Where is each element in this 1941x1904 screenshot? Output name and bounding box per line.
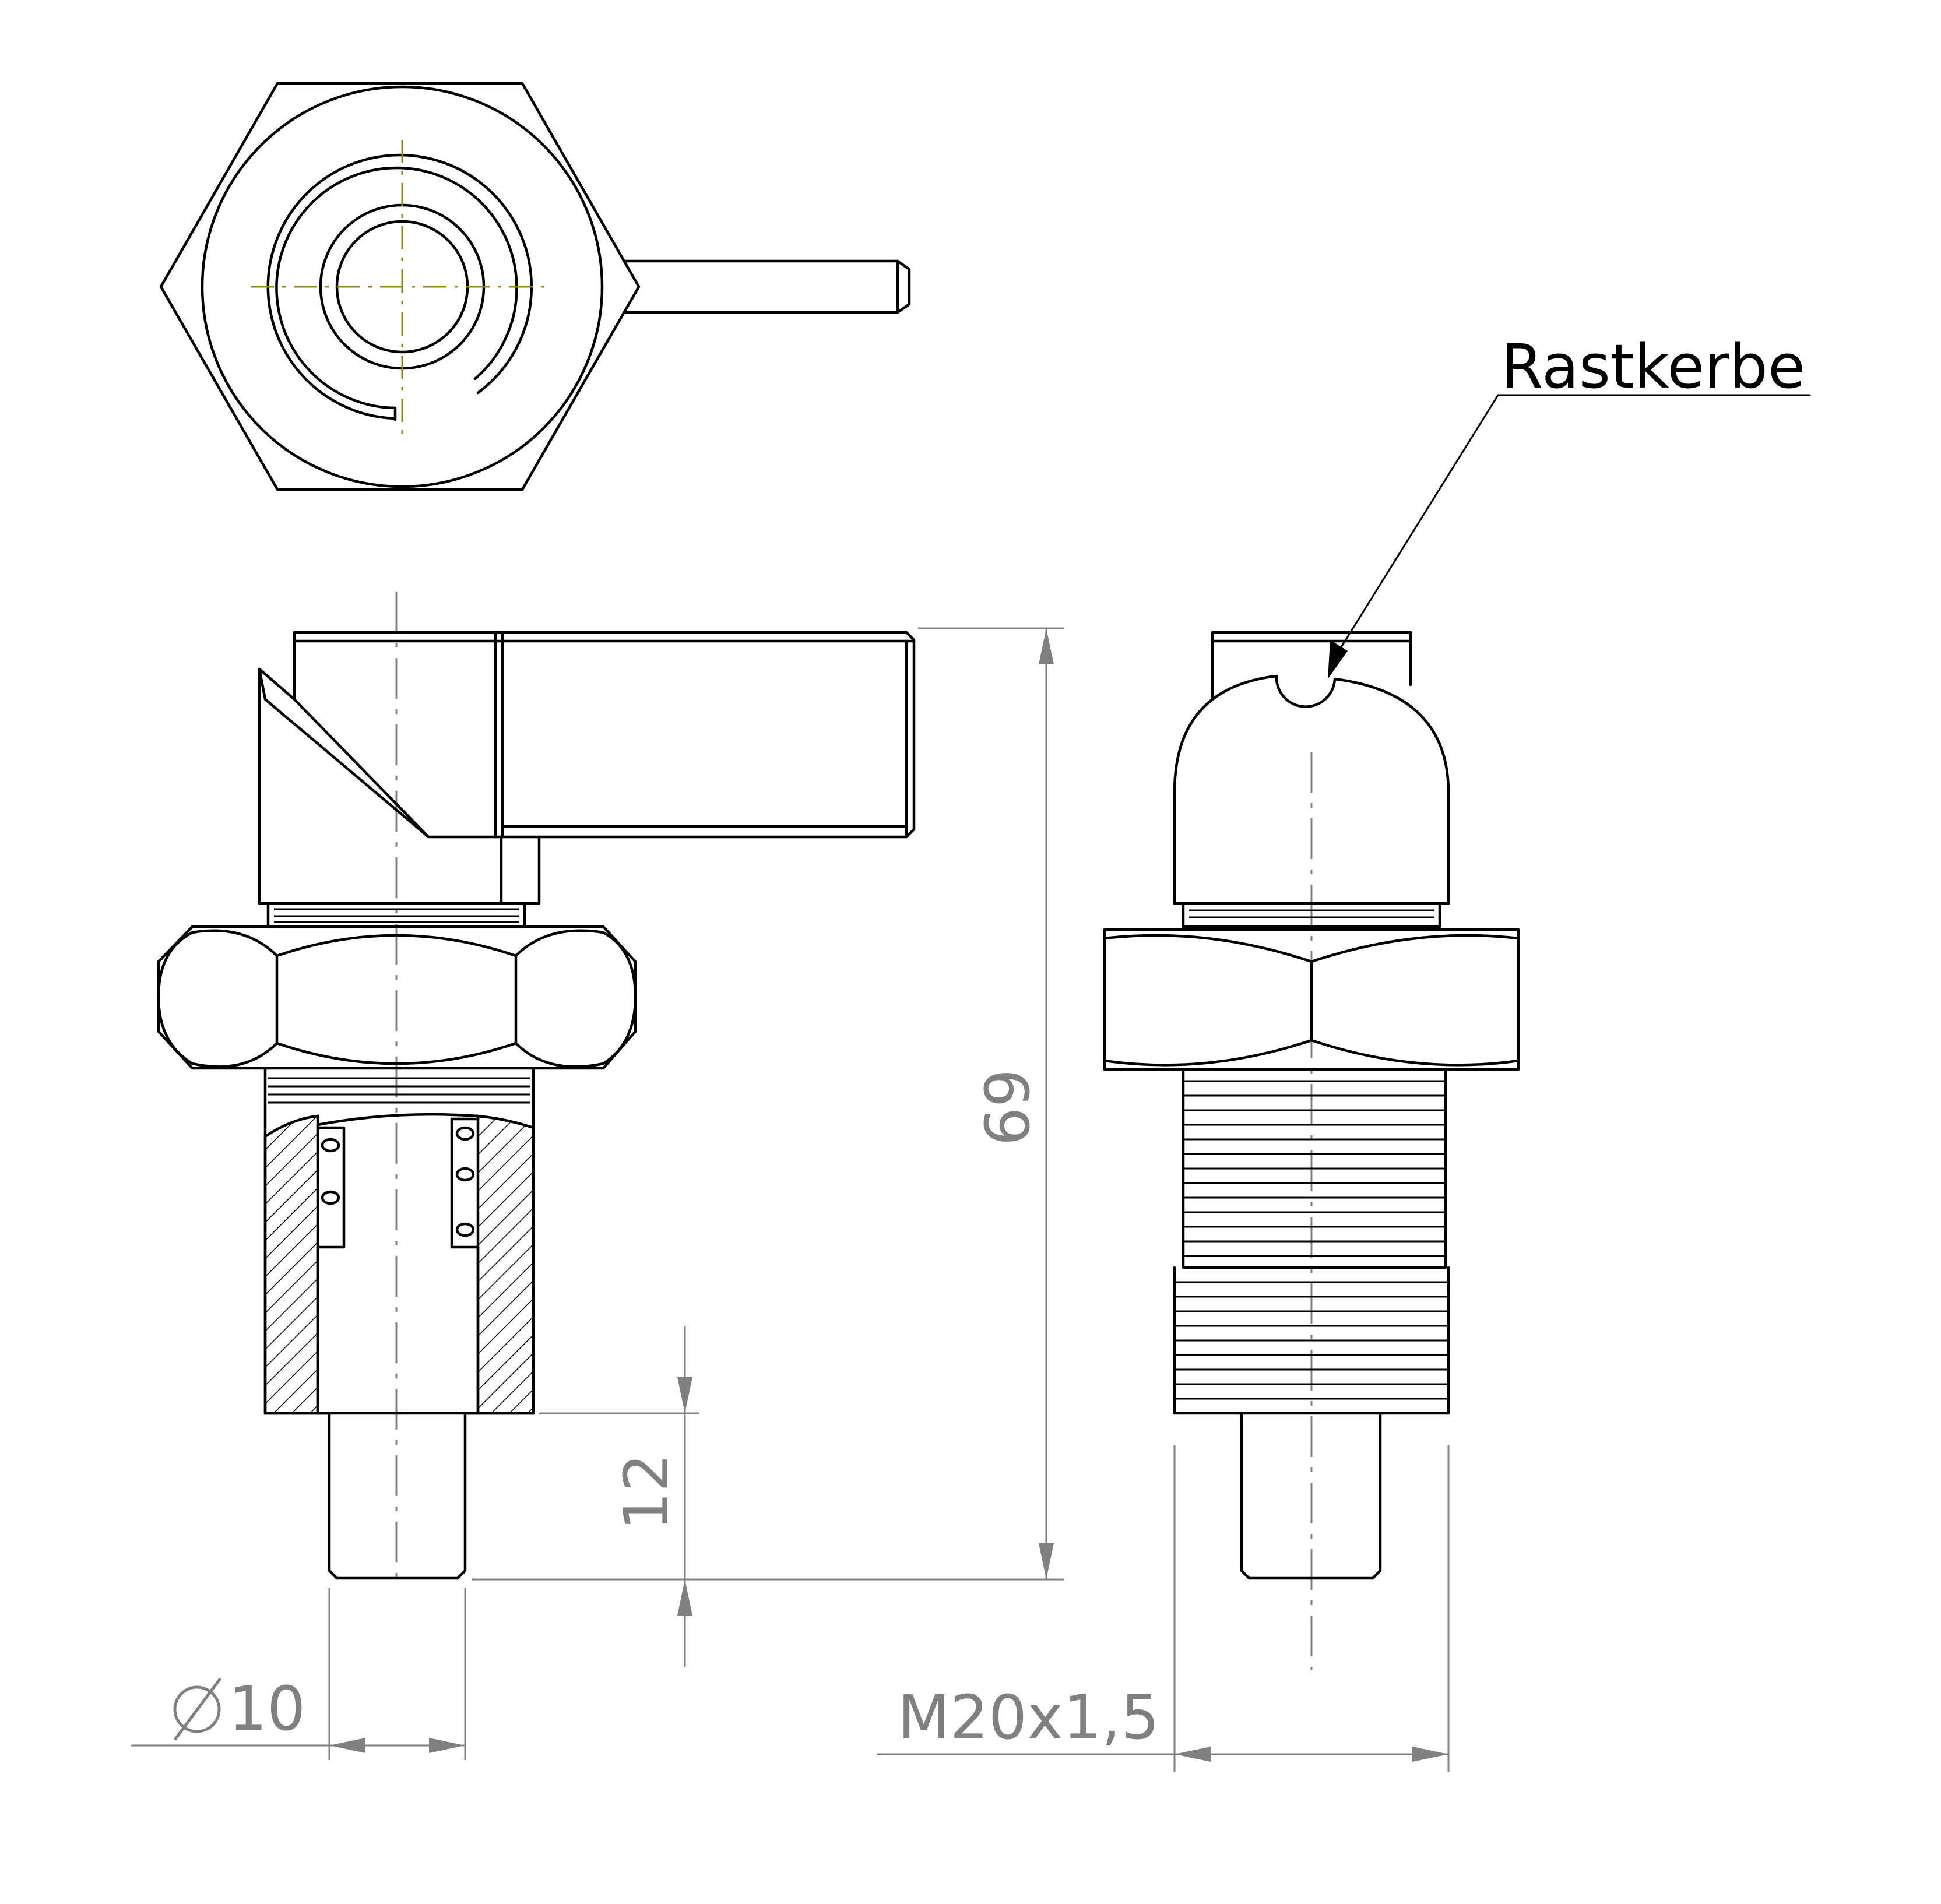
- top-view-hex-outline: [159, 82, 641, 491]
- side-view: [1103, 631, 1520, 1670]
- front-view-plunger: [316, 1245, 480, 1415]
- front-view: [157, 592, 916, 1585]
- dimensions: 69 12 10 M20x1,5: [131, 627, 1450, 1772]
- side-view-nut-faces: [1103, 934, 1520, 1067]
- dim-69-arrow-bottom: [1039, 1543, 1054, 1579]
- front-view-pin: [316, 1412, 480, 1580]
- side-view-upper-thread: [1182, 902, 1441, 928]
- dim-thread-arrow-right: [1412, 1747, 1448, 1762]
- dim-69-label: 69: [972, 1069, 1043, 1146]
- dim-12-arrow-bottom: [677, 1579, 692, 1616]
- front-view-nut-face-left: [157, 929, 279, 1068]
- top-view-outer-circle: [201, 85, 604, 488]
- side-view-nut: [1103, 928, 1520, 1071]
- front-view-spring: [316, 1117, 480, 1249]
- dim-thread-arrow-left: [1175, 1747, 1211, 1762]
- front-view-cavity-top: [316, 1113, 480, 1127]
- dim-12-arrow-top: [677, 1377, 692, 1413]
- dim-d10-arrow-right: [429, 1738, 465, 1753]
- top-view: [159, 82, 911, 491]
- front-view-upper-thread: [266, 902, 526, 928]
- front-view-thread-crests: [268, 1077, 530, 1104]
- side-view-dome: [1173, 674, 1450, 905]
- top-view-collar-ring: [266, 153, 533, 420]
- top-view-collar-ring-inner: [275, 166, 518, 410]
- dim-d10-arrow-left: [329, 1738, 365, 1753]
- rastkerbe-label: Rastkerbe: [1501, 331, 1805, 402]
- side-view-pin: [1240, 1412, 1382, 1580]
- top-view-handle: [622, 259, 911, 314]
- rastkerbe-leader-arrow: [1328, 640, 1348, 679]
- side-view-cap: [1211, 631, 1412, 701]
- rastkerbe-callout: Rastkerbe: [1328, 331, 1811, 679]
- dim-thread-label: M20x1,5: [898, 1682, 1159, 1753]
- side-view-upper-thread-lines: [1189, 909, 1434, 918]
- dim-d10-label: 10: [228, 1673, 305, 1744]
- dim-12-label: 12: [611, 1453, 682, 1530]
- side-view-thread-lines: [1175, 1080, 1448, 1400]
- front-view-handle-body: [293, 631, 916, 905]
- front-view-cam-slope2: [293, 698, 430, 839]
- diameter-symbol-icon: [173, 1677, 222, 1741]
- front-view-nut-face-mid: [275, 934, 518, 1065]
- rastkerbe-leader: [1337, 394, 1499, 654]
- front-view-section-right: [476, 1114, 535, 1415]
- front-view-section-left: [263, 1114, 319, 1415]
- front-view-upper-thread-lines: [274, 908, 519, 923]
- front-view-nut-face-right: [514, 929, 637, 1068]
- dim-69-arrow-top: [1039, 628, 1054, 664]
- front-view-knob: [258, 631, 541, 905]
- front-view-cam-slope: [258, 667, 503, 839]
